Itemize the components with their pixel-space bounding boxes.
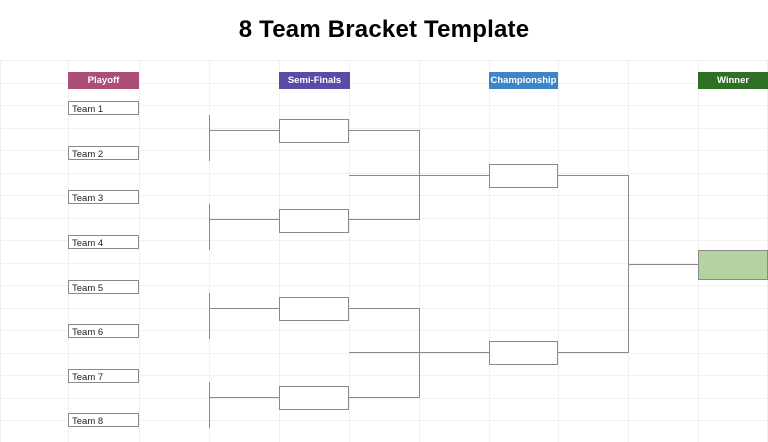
winner-slot[interactable] bbox=[698, 250, 768, 280]
connector-r1-pair3-join bbox=[209, 293, 210, 339]
connector-r3-join bbox=[628, 175, 629, 353]
round-label-championship: Championship bbox=[489, 72, 558, 89]
grid-column-line bbox=[279, 60, 280, 442]
semifinal-semifinal-slot-3[interactable] bbox=[279, 297, 349, 321]
grid-column-line bbox=[0, 60, 1, 442]
slot-label: Team 7 bbox=[72, 372, 104, 383]
connector-r2-lower-in bbox=[349, 308, 419, 309]
grid-row-line bbox=[0, 150, 768, 151]
slot-label: Team 3 bbox=[72, 193, 104, 204]
team-slot-team-4[interactable]: Team 4 bbox=[68, 235, 139, 249]
grid-row-line bbox=[0, 398, 768, 399]
grid-row-line bbox=[0, 128, 768, 129]
slot-label: Team 6 bbox=[72, 327, 104, 338]
grid-row-line bbox=[0, 83, 768, 84]
team-slot-team-7[interactable]: Team 7 bbox=[68, 369, 139, 383]
championship-championship-slot-2[interactable] bbox=[489, 341, 558, 365]
grid-row-line bbox=[0, 105, 768, 106]
grid-row-line bbox=[0, 195, 768, 196]
team-slot-team-2[interactable]: Team 2 bbox=[68, 146, 139, 160]
team-slot-team-6[interactable]: Team 6 bbox=[68, 324, 139, 338]
connector-r1-pair1-join bbox=[209, 115, 210, 161]
grid-row-line bbox=[0, 353, 768, 354]
connector-r2-top-in bbox=[349, 130, 419, 131]
championship-championship-slot-1[interactable] bbox=[489, 164, 558, 188]
grid-row-line bbox=[0, 240, 768, 241]
slot-label: Team 5 bbox=[72, 283, 104, 294]
grid-column-line bbox=[209, 60, 210, 442]
team-slot-team-1[interactable]: Team 1 bbox=[68, 101, 139, 115]
connector-r2-upper-in bbox=[349, 219, 419, 220]
grid-column-line bbox=[68, 60, 69, 442]
slot-label: Team 2 bbox=[72, 149, 104, 160]
page-title: 8 Team Bracket Template bbox=[238, 16, 530, 43]
grid-row-line bbox=[0, 330, 768, 331]
round-label-semi-finals: Semi-Finals bbox=[279, 72, 350, 89]
slot-label: Team 8 bbox=[72, 416, 104, 427]
semifinal-semifinal-slot-4[interactable] bbox=[279, 386, 349, 410]
grid-column-line bbox=[489, 60, 490, 442]
round-label-winner: Winner bbox=[698, 72, 768, 89]
grid-row-line bbox=[0, 60, 768, 61]
team-slot-team-8[interactable]: Team 8 bbox=[68, 413, 139, 427]
grid-column-line bbox=[139, 60, 140, 442]
connector-r3-top-in bbox=[558, 175, 628, 176]
grid-row-line bbox=[0, 263, 768, 264]
slot-label: Team 1 bbox=[72, 104, 104, 115]
semifinal-semifinal-slot-1[interactable] bbox=[279, 119, 349, 143]
semifinal-semifinal-slot-2[interactable] bbox=[279, 209, 349, 233]
connector-r1-pair2-join bbox=[209, 204, 210, 250]
connector-r2-pair2-join bbox=[419, 308, 420, 398]
connector-r2-bottom-in bbox=[349, 397, 419, 398]
grid-column-line bbox=[349, 60, 350, 442]
connector-r3-bottom-in bbox=[558, 352, 628, 353]
connector-r2-pair1-join bbox=[419, 130, 420, 220]
grid-row-line bbox=[0, 285, 768, 286]
grid-row-line bbox=[0, 173, 768, 174]
connector-r1-pair2-out bbox=[209, 219, 279, 220]
connector-r1-pair4-join bbox=[209, 382, 210, 428]
team-slot-team-5[interactable]: Team 5 bbox=[68, 280, 139, 294]
connector-r1-pair4-out bbox=[209, 397, 279, 398]
grid-row-line bbox=[0, 420, 768, 421]
grid-column-line bbox=[419, 60, 420, 442]
connector-r1-pair3-out bbox=[209, 308, 279, 309]
spreadsheet-grid: Playoff Semi-Finals Championship Winner Tea… bbox=[0, 60, 768, 442]
grid-row-line bbox=[0, 218, 768, 219]
grid-column-line bbox=[558, 60, 559, 442]
grid-row-line bbox=[0, 375, 768, 376]
connector-r1-pair1-out bbox=[209, 130, 279, 131]
round-label-playoff: Playoff bbox=[68, 72, 139, 89]
slot-label: Team 4 bbox=[72, 238, 104, 249]
connector-r3-out bbox=[628, 264, 698, 265]
team-slot-team-3[interactable]: Team 3 bbox=[68, 190, 139, 204]
